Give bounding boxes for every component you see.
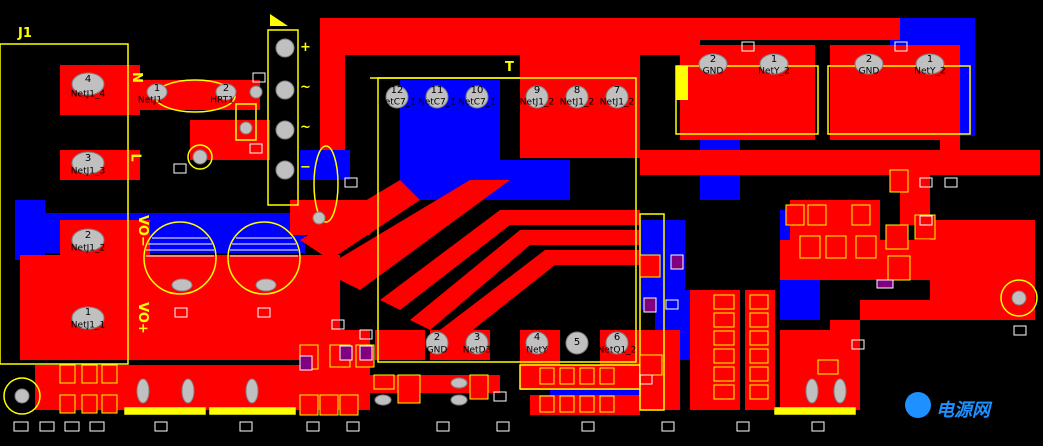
smd-pads	[59, 169, 936, 416]
silkscreen-layer	[0, 29, 1038, 415]
bulk-cap-hatch	[146, 237, 298, 257]
small-outline-pads	[13, 41, 1027, 432]
polarity-marks	[270, 14, 688, 100]
ntc-outline	[235, 103, 257, 141]
bulk-cap-2-outline	[227, 221, 301, 295]
bulk-cap-1-outline	[143, 221, 217, 295]
vias	[299, 254, 894, 371]
varistor-outline	[313, 145, 339, 223]
cap-y2-outline	[827, 65, 971, 135]
j1-outline	[0, 43, 129, 365]
bottom-copper-layer	[15, 18, 975, 405]
bridge-outline	[267, 29, 299, 206]
through-hole-pads	[14, 38, 1027, 406]
top-copper-layer	[20, 18, 1040, 415]
